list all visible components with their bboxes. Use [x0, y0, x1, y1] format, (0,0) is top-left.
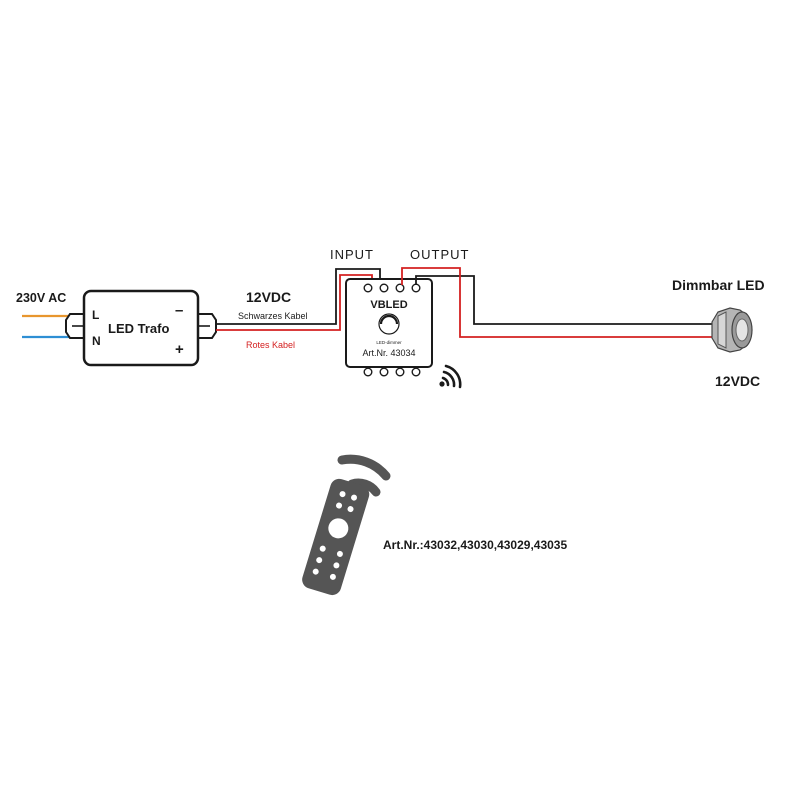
output-black-cable	[415, 275, 712, 325]
dimmable-led: Dimmbar LED 12VDC	[672, 277, 765, 389]
remote-control: Art.Nr.:43032,43030,43029,43035	[302, 454, 567, 596]
led-voltage: 12VDC	[715, 373, 760, 389]
wireless-signal-icon	[439, 364, 462, 389]
trafo-body	[82, 289, 200, 367]
remote-articles: Art.Nr.:43032,43030,43029,43035	[383, 538, 567, 552]
input-label: INPUT	[330, 247, 374, 262]
trafo-pin-minus: –	[175, 302, 183, 319]
controller-brand: VBLED	[370, 299, 407, 311]
output-red-cable	[401, 267, 712, 338]
black-cable	[216, 268, 381, 325]
led-trafo: L N LED Trafo – +	[65, 289, 217, 367]
ac-label: 230V AC	[16, 291, 66, 305]
black-cable-label: Schwarzes Kabel	[238, 311, 308, 321]
top-terminals	[363, 283, 421, 293]
ac-input: 230V AC	[16, 291, 70, 339]
trafo-label: LED Trafo	[108, 321, 169, 336]
trafo-pin-n: N	[92, 334, 101, 348]
bottom-terminals	[363, 367, 421, 377]
trafo-pin-plus: +	[175, 341, 184, 358]
led-title: Dimmbar LED	[672, 277, 765, 293]
trafo-pin-l: L	[92, 308, 99, 322]
dimmer-controller: INPUT OUTPUT VBLED LED-dimmer Art.Nr. 43…	[330, 247, 712, 389]
red-cable-label: Rotes Kabel	[246, 340, 295, 350]
dial-label: LED-dimmer	[376, 340, 402, 345]
remote-main-button	[328, 518, 349, 539]
controller-article: Art.Nr. 43034	[362, 348, 415, 358]
output-label: OUTPUT	[410, 247, 469, 262]
supply-voltage: 12VDC	[246, 289, 291, 305]
